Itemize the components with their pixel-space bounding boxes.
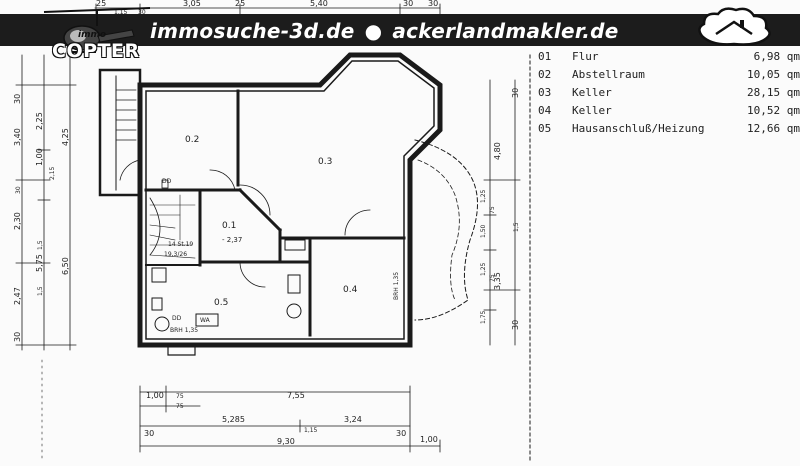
legend-row: 04 Keller 10,52 qm — [538, 102, 800, 120]
banner-site1[interactable]: immosuche-3d.de — [150, 19, 355, 43]
legend-row: 02 Abstellraum 10,05 qm — [538, 66, 800, 84]
logo-main-text: COPTER — [52, 40, 140, 62]
legend-num: 01 — [538, 50, 552, 63]
dim-top-7: 30 — [428, 0, 438, 8]
dim-bottom-0: 1,00 — [146, 391, 164, 400]
brh-label-2: BRH 1,35 — [393, 272, 400, 300]
legend-name: Keller — [572, 104, 612, 117]
dim-left-10: 6,50 — [61, 257, 70, 275]
room-label-04: 0.4 — [343, 285, 358, 295]
dim-right-0: 30 — [511, 88, 520, 98]
legend-name: Abstellraum — [572, 68, 645, 81]
level-label: - 2,37 — [222, 236, 242, 244]
dim-top-5: 5,40 — [310, 0, 328, 8]
stair-label-steps: 14 St.19 — [168, 241, 193, 248]
dd-label-2: DD — [172, 315, 182, 322]
legend-area: 10,52 qm — [747, 104, 800, 117]
dim-right-4: 1,50 — [480, 224, 487, 238]
legend-area: 10,05 qm — [747, 68, 800, 81]
dim-right-9: 1,75 — [480, 310, 487, 324]
room-label-01: 0.1 — [222, 221, 236, 231]
dim-right-2: 1,25 — [480, 189, 487, 203]
dim-right-7: 75 — [489, 274, 496, 282]
dim-bottom-2: 75 — [176, 403, 184, 410]
legend-area: 28,15 qm — [747, 86, 800, 99]
dim-left-12: 1,5 — [37, 286, 44, 296]
legend-num: 05 — [538, 122, 552, 135]
legend-num: 03 — [538, 86, 552, 99]
legend-name: Flur — [572, 50, 599, 63]
dim-left-1: 3,40 — [13, 128, 22, 146]
dim-left-3: 4,25 — [61, 128, 70, 146]
dim-left-2: 2,25 — [35, 112, 44, 130]
banner-text: immosuche-3d.de ● ackerlandmakler.de — [150, 16, 690, 46]
dim-bottom-7: 30 — [144, 429, 154, 438]
dim-top-3: 3,05 — [183, 0, 201, 8]
dim-left-6: 30 — [15, 186, 22, 194]
logo-small-text: immo — [78, 30, 107, 40]
legend-num: 02 — [538, 68, 552, 81]
dim-bottom-6: 3,24 — [344, 415, 362, 424]
dim-bottom-1: 75 — [176, 393, 184, 400]
legend-num: 04 — [538, 104, 552, 117]
room-label-05: 0.5 — [214, 298, 228, 308]
legend-row: 05 Hausanschluß/Heizung 12,66 qm — [538, 120, 800, 138]
dim-left-8: 1,5 — [37, 240, 44, 250]
brh-label-1: BRH 1,35 — [170, 327, 198, 334]
dim-left-0: 30 — [13, 94, 22, 104]
dim-right-5: 1,5 — [513, 222, 520, 232]
dim-top-2: 30 — [138, 9, 146, 16]
dim-right-8: 3,35 — [493, 272, 502, 290]
dd-label-1: DD — [162, 178, 172, 185]
dim-top-1: 1,15 — [114, 9, 128, 16]
dim-left-9: 5,75 — [35, 254, 44, 272]
banner-separator: ● — [364, 19, 383, 43]
wa-label: WA — [200, 317, 211, 324]
dim-top-6: 30 — [403, 0, 413, 8]
dim-left-11: 2,47 — [13, 287, 22, 305]
legend-area: 6,98 qm — [753, 50, 800, 63]
dim-bottom-10: 1,00 — [420, 435, 438, 444]
dim-top-0: 25 — [96, 0, 106, 8]
copter-logo-icon — [43, 7, 151, 53]
dim-right-6: 1,25 — [480, 262, 487, 276]
dim-left-13: 30 — [13, 332, 22, 342]
dim-right-1: 4,80 — [493, 142, 502, 160]
legend-row: 03 Keller 28,15 qm — [538, 84, 800, 102]
house-logo-icon — [698, 7, 771, 46]
dim-left-4: 1,00 — [35, 148, 44, 166]
site-banner — [0, 14, 800, 46]
stair-label-rise: 19,3/26 — [164, 251, 187, 258]
room-label-02: 0.2 — [185, 135, 199, 145]
legend-name: Hausanschluß/Heizung — [572, 122, 705, 135]
dim-bottom-4: 5,285 — [222, 415, 245, 424]
dim-left-7: 2,30 — [13, 212, 22, 230]
dim-bottom-5: 1,15 — [304, 427, 318, 434]
room-label-03: 0.3 — [318, 157, 332, 167]
dim-right-3: 75 — [489, 206, 496, 214]
dim-bottom-9: 30 — [396, 429, 406, 438]
dim-left-5: 2,15 — [49, 166, 56, 180]
dim-bottom-8: 9,30 — [277, 437, 295, 446]
legend-row: 01 Flur 6,98 qm — [538, 48, 800, 66]
dim-top-4: 25 — [235, 0, 245, 8]
legend-area: 12,66 qm — [747, 122, 800, 135]
dim-bottom-3: 7,55 — [287, 391, 305, 400]
banner-site2[interactable]: ackerlandmakler.de — [392, 19, 619, 43]
legend-name: Keller — [572, 86, 612, 99]
room-legend: 01 Flur 6,98 qm 02 Abstellraum 10,05 qm … — [538, 48, 800, 138]
dim-right-10: 30 — [511, 320, 520, 330]
